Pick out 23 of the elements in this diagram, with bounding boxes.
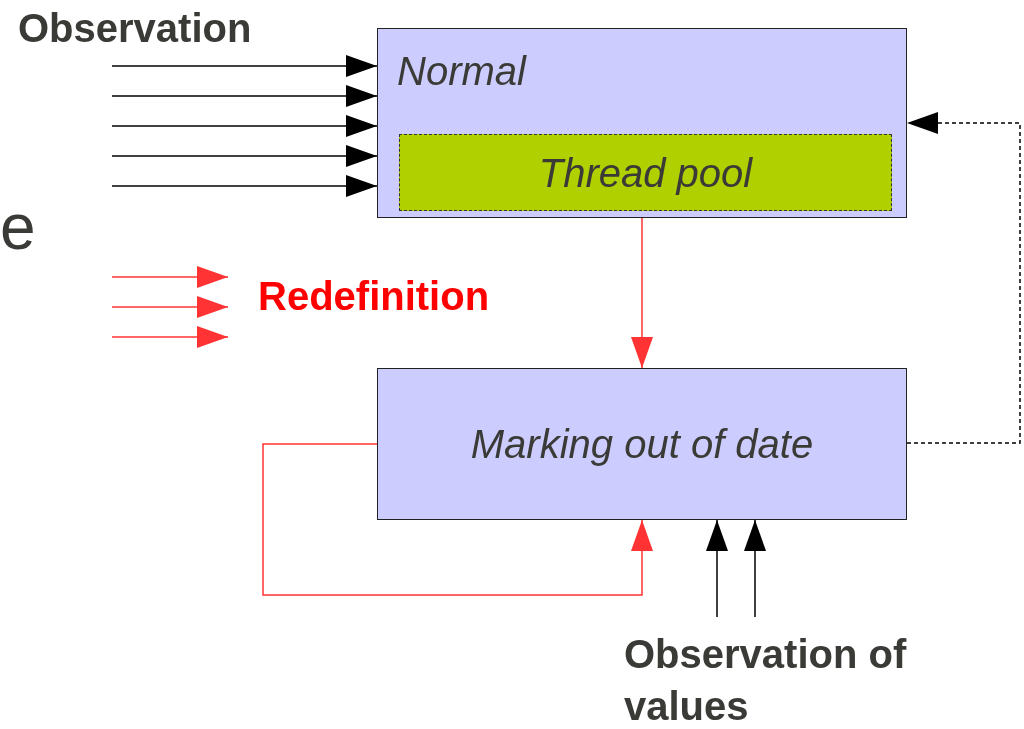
arrow xyxy=(744,519,766,618)
redefinition-label: Redefinition xyxy=(258,273,490,320)
arrow xyxy=(111,266,229,288)
observation-of-values-label: Observation of values xyxy=(624,631,908,729)
arrow xyxy=(111,175,378,197)
arrow xyxy=(111,55,378,77)
arrow xyxy=(111,296,229,318)
arrow xyxy=(111,115,378,137)
arrow xyxy=(631,217,653,369)
observation-label: Observation xyxy=(18,5,252,52)
state-label: Thread pool xyxy=(538,149,753,197)
letter-fragment: e xyxy=(0,190,36,265)
arrow xyxy=(111,145,378,167)
state-label: Marking out of date xyxy=(470,421,814,468)
arrow xyxy=(111,326,229,348)
arrow xyxy=(262,443,653,596)
dashed-arrow xyxy=(906,112,1021,444)
arrow xyxy=(111,85,378,107)
arrow xyxy=(706,519,728,618)
state-box xyxy=(377,368,907,520)
state-box xyxy=(377,28,907,218)
thread-pool-box xyxy=(399,134,892,211)
state-label: Normal xyxy=(397,48,526,95)
